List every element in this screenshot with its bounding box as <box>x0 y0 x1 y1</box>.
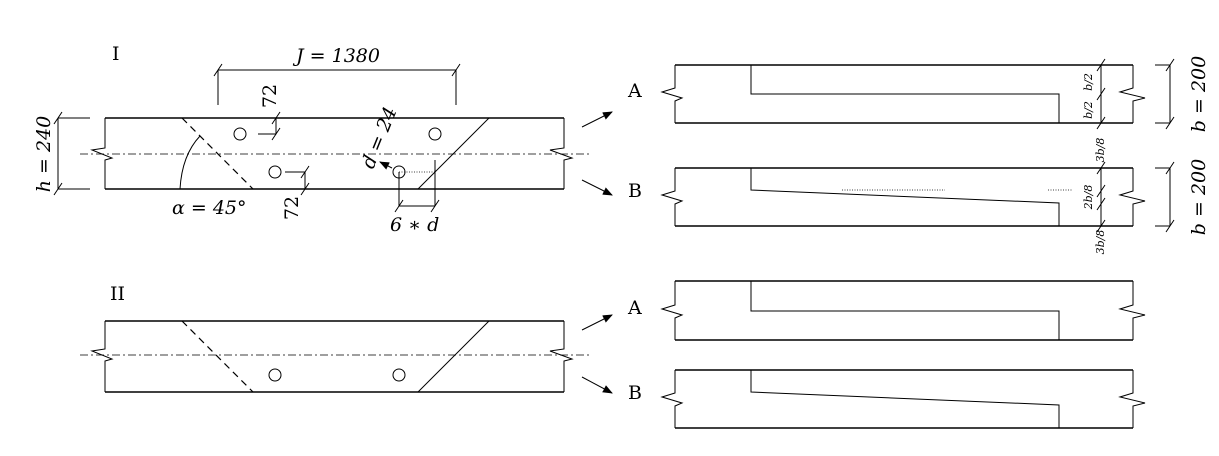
angle-text: α = 45° <box>172 197 247 219</box>
case-I-plan-A: b/2 b/2 b = 200 <box>660 56 1210 132</box>
case-I-plan-B: 3b/8 2b/8 3b/8 b = 200 <box>660 138 1210 255</box>
left-break-line <box>660 370 684 428</box>
dim-d-text: d = 24 <box>357 104 402 172</box>
right-break-line <box>1118 65 1146 123</box>
left-break-line <box>90 118 114 189</box>
dashed-cut-line <box>181 320 254 393</box>
case-I-label: I <box>112 43 120 65</box>
scarf-line <box>417 117 490 190</box>
dim-top: 3b/8 <box>1094 138 1107 163</box>
beam-edges <box>105 320 564 393</box>
dim-half-bottom: b/2 <box>1082 101 1095 119</box>
dowel-hole <box>268 368 282 382</box>
variant-B-label: B <box>628 382 642 404</box>
joint-line <box>750 281 1060 340</box>
joint-line <box>750 168 1060 226</box>
dashed-cut-line <box>181 117 254 190</box>
dim-b-text: b = 200 <box>1188 159 1210 235</box>
variant-A-label: A <box>627 297 642 319</box>
variant-A-label: A <box>627 80 642 102</box>
dim-72-bottom-text: 72 <box>281 196 303 220</box>
dim-72-top-line <box>258 111 281 141</box>
dowel-hole <box>233 127 247 141</box>
dim-b-text: b = 200 <box>1188 56 1210 132</box>
case-I-side-view: I J = 1380 h = 240 72 72 α = 45° d = 24 … <box>33 43 642 236</box>
dim-bottom: 3b/8 <box>1094 230 1107 255</box>
dim-halves-line <box>1096 58 1106 130</box>
angle-arc <box>179 135 201 190</box>
right-break-line <box>549 118 574 189</box>
joint-line <box>750 65 1060 123</box>
right-break-line <box>1118 168 1146 226</box>
dowel-hole <box>392 368 406 382</box>
case-II-label: II <box>110 283 125 305</box>
left-break-line <box>660 168 684 226</box>
dim-72-bottom-line <box>285 165 310 196</box>
variant-B-label: B <box>628 180 642 202</box>
arrow-to-A <box>581 111 613 128</box>
beam-edges <box>675 167 1133 227</box>
right-break-line <box>549 321 574 392</box>
case-II-side-view: II A B <box>80 283 642 404</box>
dim-d-arrow <box>379 161 393 170</box>
dim-half-top: b/2 <box>1082 73 1095 91</box>
beam-edges <box>675 369 1133 429</box>
dim-h-text: h = 240 <box>33 116 55 193</box>
arrow-to-B <box>581 376 613 394</box>
dim-J-line <box>213 63 461 105</box>
dim-6d-line <box>394 160 440 213</box>
dim-middle: 2b/8 <box>1082 185 1095 211</box>
dowel-hole <box>268 165 282 179</box>
arrow-to-A <box>581 314 613 331</box>
dim-b-line <box>1155 161 1175 233</box>
left-break-line <box>90 321 114 392</box>
right-break-line <box>1118 370 1146 428</box>
dim-72-top-text: 72 <box>259 84 281 108</box>
beam-edges <box>105 117 564 190</box>
arrow-to-B <box>581 179 613 196</box>
case-II-plan-B <box>660 369 1146 429</box>
dim-b-line <box>1155 58 1175 130</box>
left-break-line <box>660 281 684 340</box>
dim-parts-line <box>1096 161 1106 233</box>
scarf-line <box>417 320 490 393</box>
dowel-hole <box>428 127 442 141</box>
dim-J-text: J = 1380 <box>292 45 380 67</box>
joint-line <box>750 370 1060 428</box>
right-break-line <box>1118 281 1146 340</box>
left-break-line <box>660 65 684 123</box>
dim-6d-text: 6 ∗ d <box>390 214 439 236</box>
case-II-plan-A <box>660 280 1146 341</box>
dim-h-line <box>53 111 90 196</box>
